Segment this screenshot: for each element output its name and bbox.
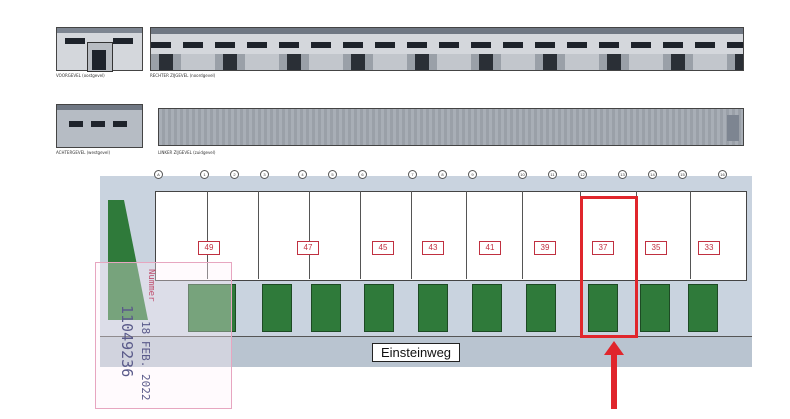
right-elevation-label: RECHTER ZIJGEVEL (noordgevel)	[150, 73, 216, 78]
received-stamp: 18 FEB. 2022 11049236 Nummer	[95, 262, 232, 409]
unit-number-39: 39	[534, 241, 556, 255]
unit-number-47: 47	[297, 241, 319, 255]
unit-37-highlight	[580, 196, 638, 338]
parking-bay	[418, 284, 448, 332]
stamp-date: 18 FEB. 2022	[139, 321, 152, 401]
unit-number-37: 37	[592, 241, 614, 255]
parking-bay	[472, 284, 502, 332]
unit-divider	[309, 191, 310, 279]
parking-bay	[262, 284, 292, 332]
unit-divider	[207, 191, 208, 279]
unit-number-45: 45	[372, 241, 394, 255]
left-side-elevation	[158, 108, 744, 146]
parking-bay	[588, 284, 618, 332]
parking-bay	[364, 284, 394, 332]
rear-elevation-label: ACHTERGEVEL (westgevel)	[56, 150, 111, 155]
unit-divider	[411, 191, 412, 279]
unit-divider	[522, 191, 523, 279]
parking-bay	[526, 284, 556, 332]
grid-axis-row: A 1 2 3 4 5 6 7 8 9 10 11 12 13 14 15 16	[150, 170, 750, 179]
street-name-label: Einsteinweg	[372, 343, 460, 362]
unit-number-41: 41	[479, 241, 501, 255]
stamp-number: 11049236	[118, 305, 136, 378]
parking-bay	[640, 284, 670, 332]
unit-number-33: 33	[698, 241, 720, 255]
unit-number-35: 35	[645, 241, 667, 255]
right-side-elevation	[150, 27, 744, 71]
street-name: Einsteinweg	[380, 345, 452, 360]
building-outline	[155, 191, 747, 281]
stamp-word: Nummer	[146, 269, 156, 302]
parking-bay	[188, 284, 236, 332]
parking-bay	[688, 284, 718, 332]
unit-divider	[690, 191, 691, 279]
unit-number-43: 43	[422, 241, 444, 255]
unit-divider	[360, 191, 361, 279]
front-elevation-label: VOORGEVEL (oostgevel)	[56, 73, 105, 78]
arrow-icon	[604, 341, 624, 409]
unit-divider	[466, 191, 467, 279]
rear-elevation-small	[56, 104, 143, 148]
front-elevation-small	[56, 27, 143, 72]
parking-bay	[311, 284, 341, 332]
unit-number-49: 49	[198, 241, 220, 255]
left-elevation-label: LINKER ZIJGEVEL (zuidgevel)	[158, 150, 216, 155]
unit-divider	[258, 191, 259, 279]
